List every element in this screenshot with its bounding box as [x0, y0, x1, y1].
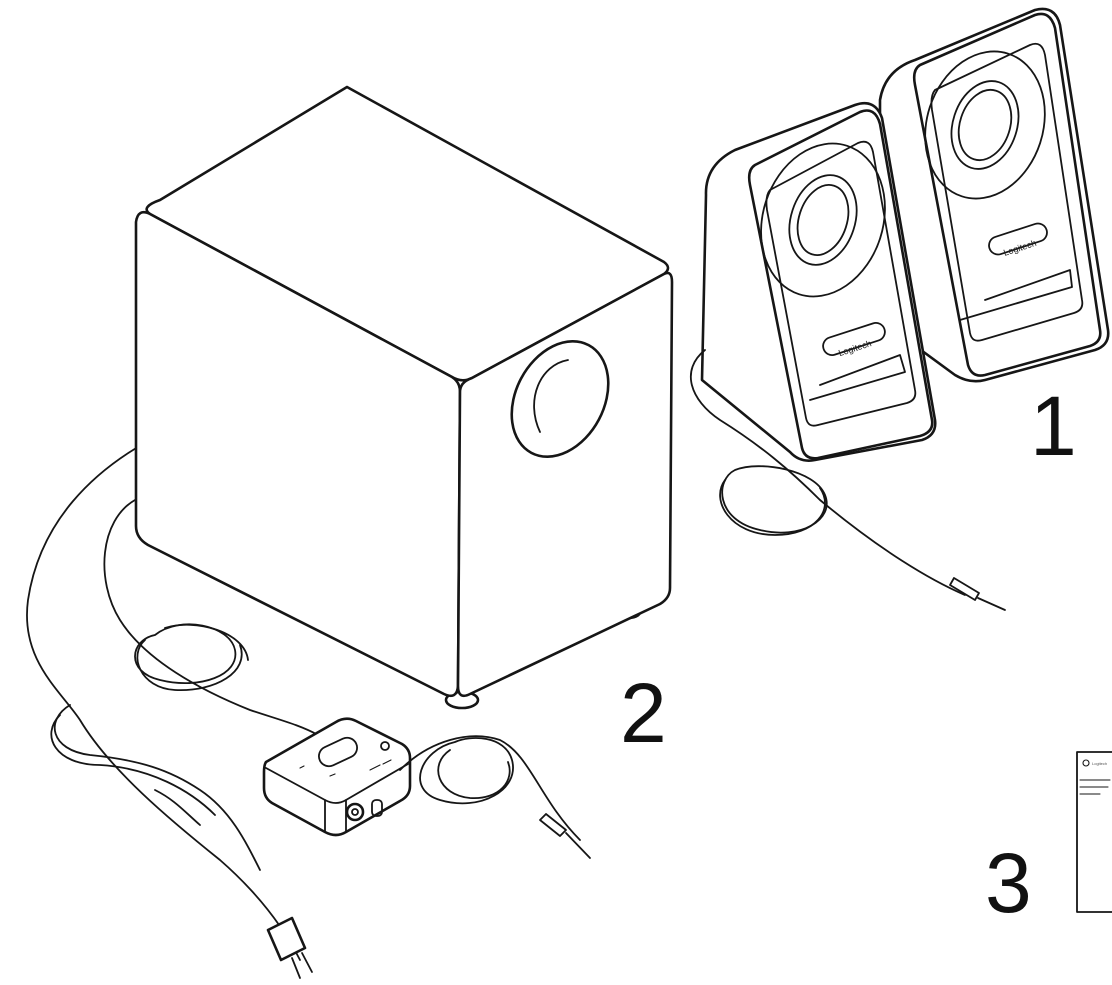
satellite-speaker-right: Logitech	[878, 7, 1110, 383]
power-cord	[26, 439, 301, 961]
control-pod	[262, 717, 591, 859]
callout-1: 1	[1030, 379, 1077, 473]
documentation: Logitech	[1076, 751, 1112, 913]
subwoofer-cable	[103, 499, 319, 736]
documentation-sheet	[1076, 751, 1112, 913]
callout-3: 3	[985, 836, 1032, 930]
documentation-brand: Logitech	[1092, 761, 1107, 766]
satellite-cable	[689, 349, 966, 596]
subwoofer-top	[145, 85, 670, 382]
subwoofer-front	[456, 271, 674, 698]
power-plug	[266, 916, 313, 979]
subwoofer-port	[510, 340, 610, 458]
subwoofer	[26, 85, 674, 979]
satellite-speaker-left: Logitech	[689, 101, 1006, 611]
callout-2: 2	[620, 666, 667, 760]
subwoofer-side	[134, 210, 462, 698]
